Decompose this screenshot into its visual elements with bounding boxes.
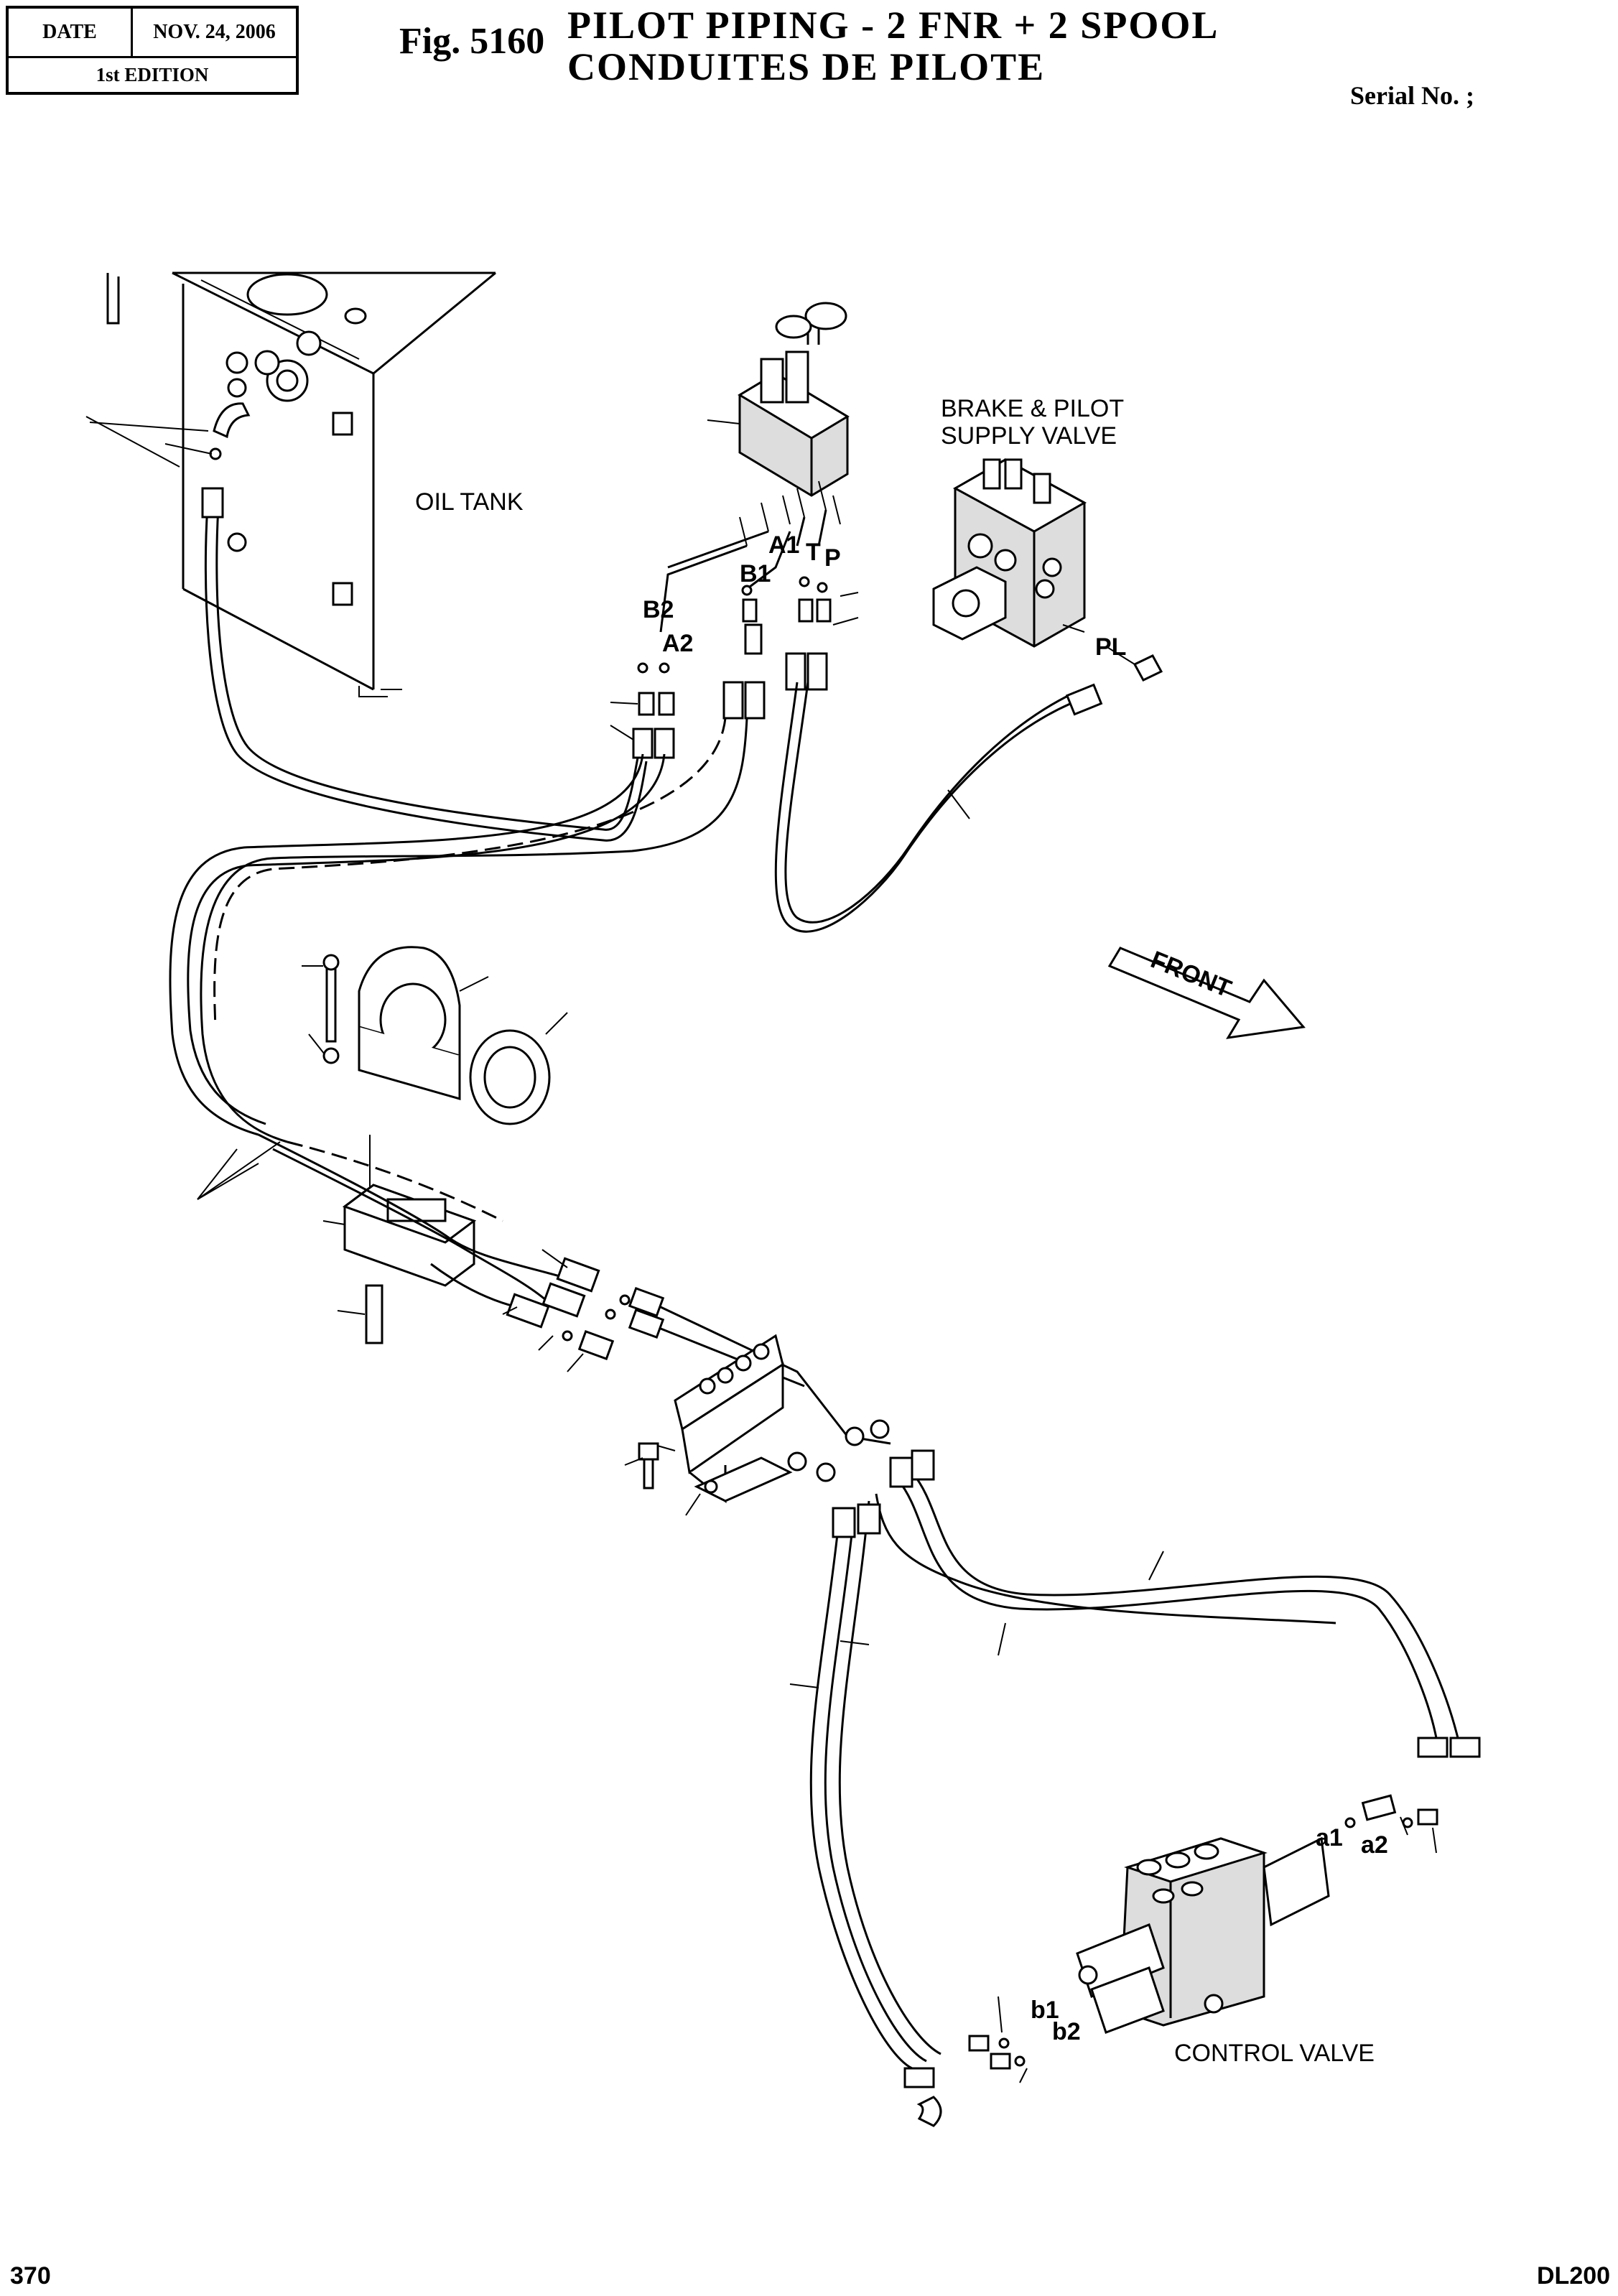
oil-tank: OIL TANK (85, 271, 524, 697)
port-label-p: P (824, 544, 841, 572)
pilot-joystick-valve (707, 302, 850, 497)
control-valve: CONTROL VALVE a1 a2 b1 b2 (968, 1794, 1438, 2083)
brake-pilot-supply-valve: BRAKE & PILOT SUPPLY VALVE PL (932, 395, 1163, 682)
cv-port-label-a1: a1 (1316, 1824, 1343, 1851)
hoses-to-control-valve (787, 1419, 1481, 2127)
brake-pilot-label-2: SUPPLY VALVE (941, 422, 1117, 450)
control-valve-label: CONTROL VALVE (1174, 2040, 1375, 2067)
edition-label: 1st EDITION (96, 64, 209, 85)
edition-box: DATE NOV. 24, 2006 1st EDITION (6, 6, 299, 95)
port-label-a1: A1 (768, 531, 799, 559)
hoses-to-manifold (258, 1133, 891, 1445)
figure-number: Fig. 5160 (399, 21, 545, 62)
manifold-plate (624, 1334, 793, 1516)
pilot-hoses (169, 487, 1103, 1143)
oil-tank-label: OIL TANK (415, 488, 524, 516)
cv-port-label-b2: b2 (1052, 2018, 1081, 2045)
title-english: PILOT PIPING - 2 FNR + 2 SPOOL (567, 4, 1219, 47)
port-label-a2: A2 (662, 630, 693, 657)
port-label-t: T (806, 539, 821, 566)
cv-port-label-a2: a2 (1361, 1831, 1388, 1859)
date-value: NOV. 24, 2006 (153, 21, 276, 43)
hose-fittings-joystick (610, 576, 859, 759)
page-number: 370 (10, 2262, 51, 2290)
date-row: DATE NOV. 24, 2006 (9, 9, 296, 58)
title-french: CONDUITES DE PILOTE (567, 45, 1046, 88)
serial-number: Serial No. ; (1350, 81, 1474, 110)
cv-port-label-b1: b1 (1031, 1997, 1059, 2024)
port-label-b1: B1 (740, 560, 771, 587)
brake-pilot-label-1: BRAKE & PILOT (941, 395, 1124, 422)
port-label-b2: B2 (643, 596, 674, 623)
date-label: DATE (9, 9, 133, 56)
hose-bracket-assembly (197, 946, 568, 1344)
joystick-port-fittings (659, 480, 841, 633)
front-arrow: FRONT (1107, 946, 1306, 1039)
model-code: DL200 (1537, 2262, 1611, 2290)
